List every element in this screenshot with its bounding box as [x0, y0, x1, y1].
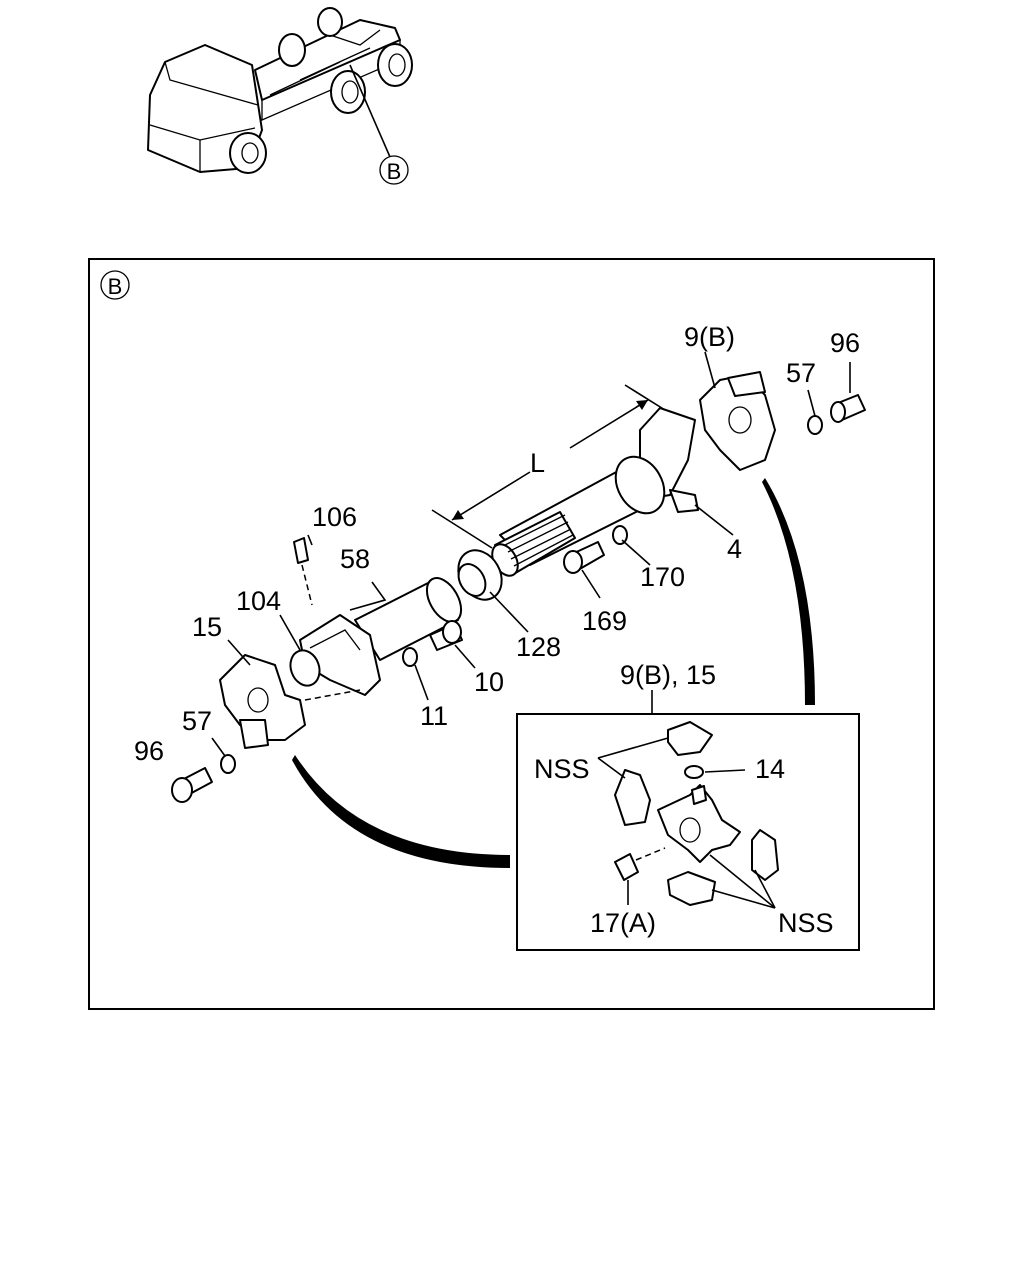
propeller-shaft	[171, 371, 866, 868]
label-l-dimension: L	[530, 448, 545, 478]
section-callout-b: B	[108, 274, 123, 299]
label-57-top: 57	[786, 358, 816, 388]
label-106: 106	[312, 502, 357, 532]
label-128: 128	[516, 632, 561, 662]
overview-callout-circle	[379, 155, 409, 185]
label-169: 169	[582, 606, 627, 636]
spider-kit-inset	[597, 721, 779, 909]
part-labels: 9(B) 96 57 L 4 170 169 128 106 58 104 15…	[134, 322, 860, 938]
label-14: 14	[755, 754, 785, 784]
label-57-bottom: 57	[182, 706, 212, 736]
label-11: 11	[420, 701, 448, 731]
overview-callout-b: B	[387, 159, 402, 184]
label-4: 4	[727, 534, 742, 564]
label-96-bottom: 96	[134, 736, 164, 766]
label-inset-title: 9(B), 15	[620, 660, 716, 690]
section-frame	[88, 258, 935, 1010]
label-nss-top: NSS	[534, 754, 590, 784]
label-nss-bottom: NSS	[778, 908, 834, 938]
truck-overview: B	[147, 7, 413, 185]
section-callout-circle	[100, 270, 130, 300]
label-96-top: 96	[830, 328, 860, 358]
label-58: 58	[340, 544, 370, 574]
label-104: 104	[236, 586, 281, 616]
label-17a: 17(A)	[590, 908, 656, 938]
leader-lines	[211, 351, 851, 757]
inset-frame	[516, 713, 860, 951]
label-10: 10	[474, 667, 504, 697]
label-170: 170	[640, 562, 685, 592]
label-15: 15	[192, 612, 222, 642]
label-9b-top: 9(B)	[684, 322, 735, 352]
